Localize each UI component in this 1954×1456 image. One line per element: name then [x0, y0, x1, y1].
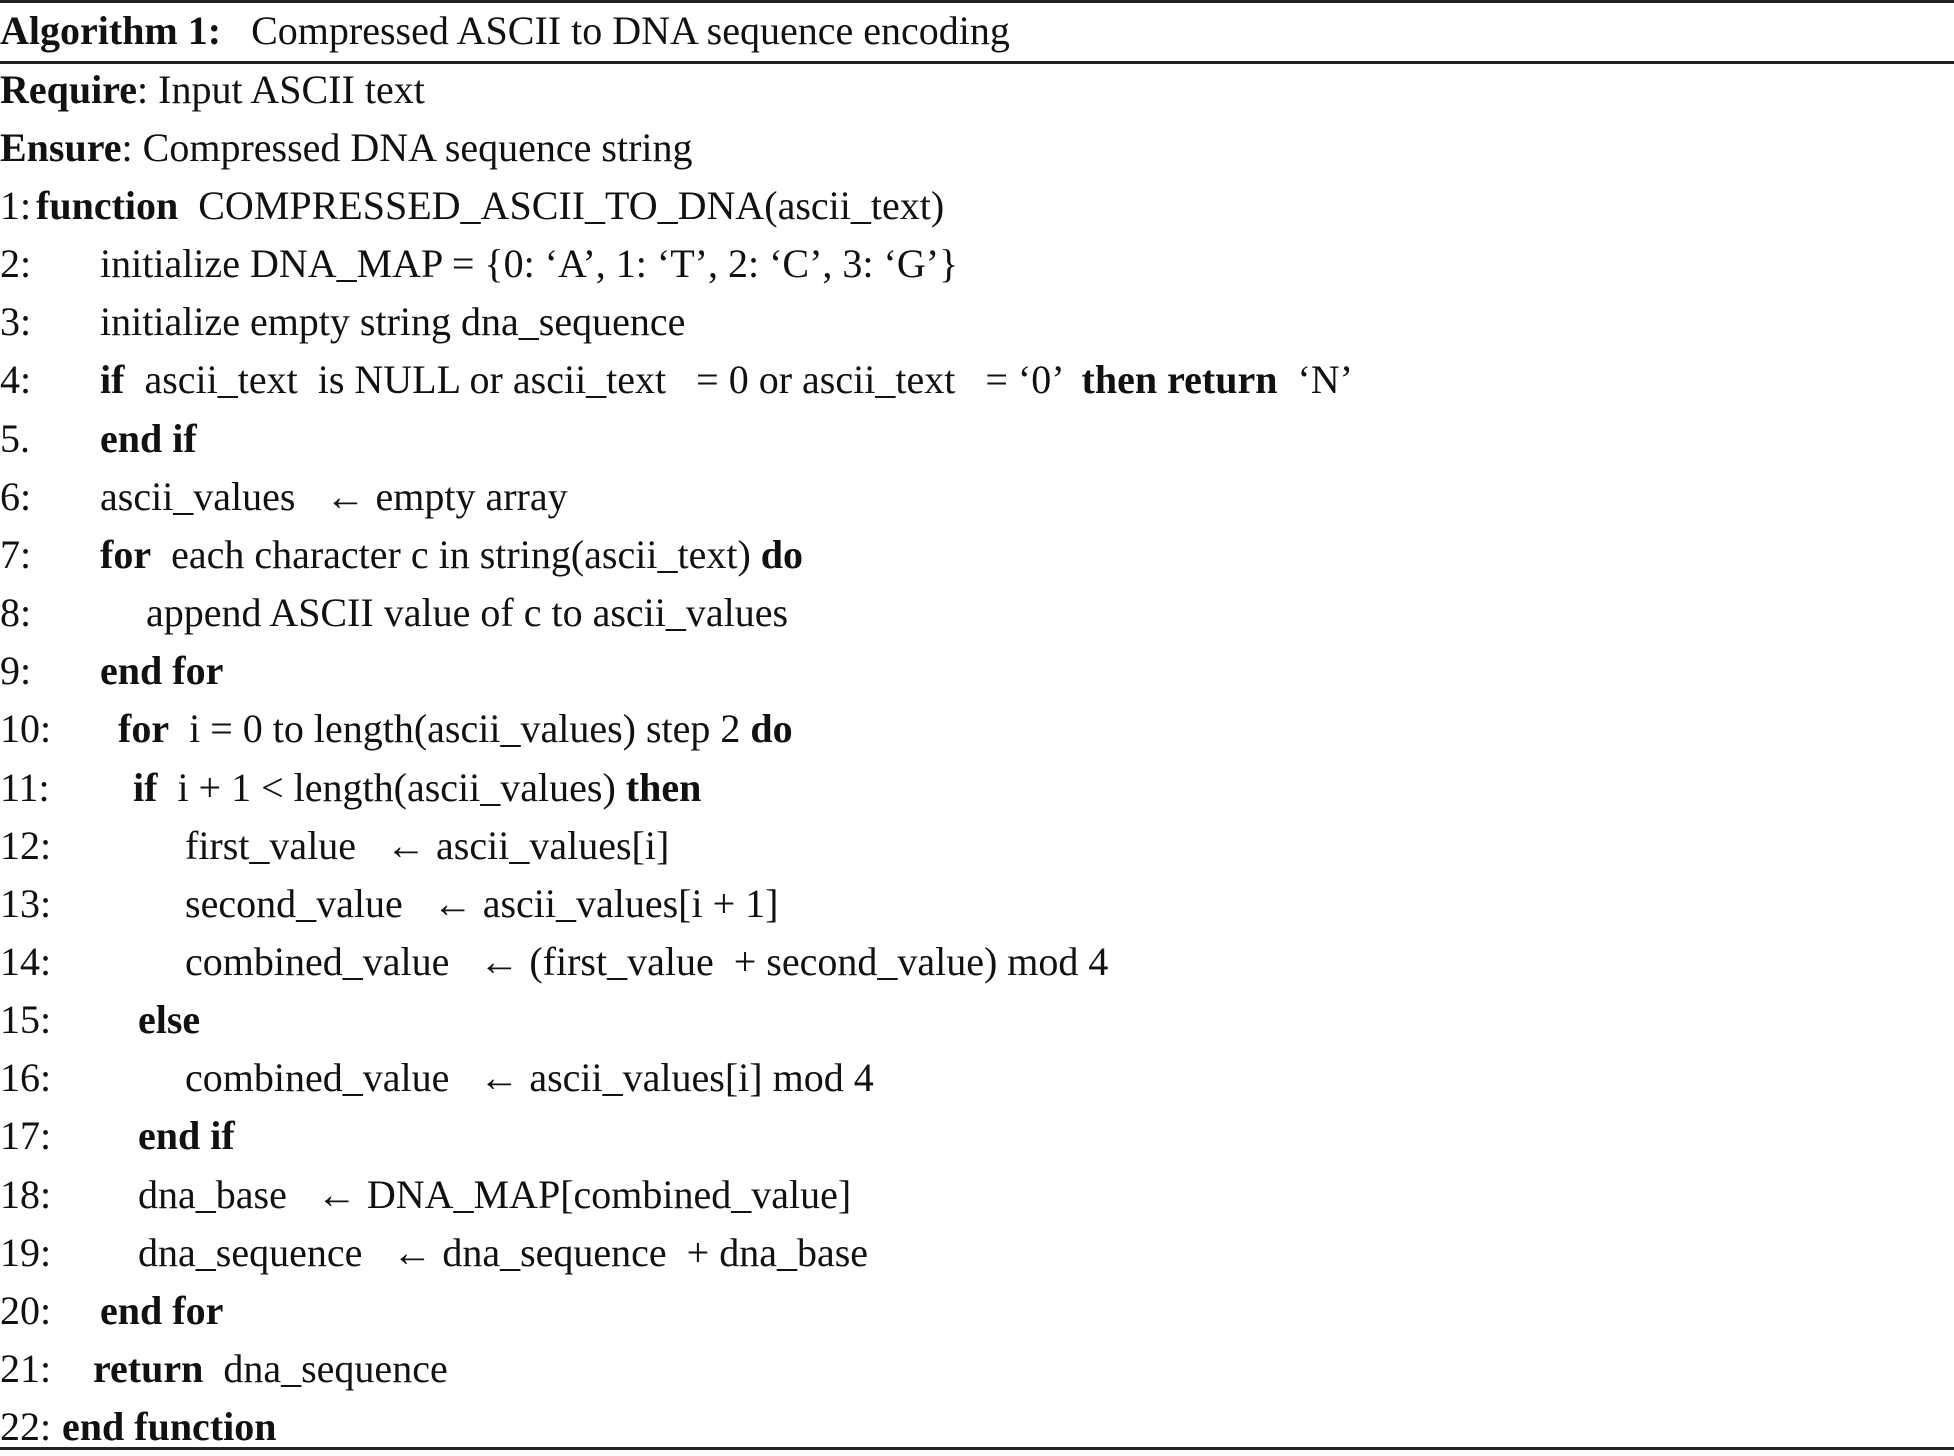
line-number: 18:: [0, 1171, 52, 1217]
line-number: 3:: [0, 299, 32, 345]
ensure-text: : Compressed DNA sequence string: [121, 125, 693, 170]
keyword: then return: [1081, 357, 1278, 403]
bottom-rule: [0, 1447, 1954, 1450]
caption-rule: [0, 61, 1954, 64]
line-code: function COMPRESSED_ASCII_TO_DNA(ascii_t…: [36, 177, 944, 235]
code-text: ascii_text is NULL or ascii_text = 0 or …: [124, 357, 1082, 403]
line-code: ascii_values ← empty array: [100, 468, 568, 526]
line-number: 8:: [0, 590, 32, 636]
line-number: 14:: [0, 938, 52, 984]
keyword: do: [750, 706, 793, 752]
line-number: 9:: [0, 648, 32, 694]
top-rule: [0, 0, 1954, 3]
line-number: 20:: [0, 1287, 52, 1333]
line-number: 5.: [0, 415, 30, 461]
line-code: if i + 1 < length(ascii_values) then: [133, 759, 701, 817]
keyword: for: [100, 531, 152, 577]
code-text: initialize DNA_MAP = {0: ‘A’, 1: ‘T’, 2:…: [100, 241, 959, 287]
code-text: each character c in string(ascii_text): [151, 531, 761, 577]
line-number: 7:: [0, 531, 32, 577]
keyword: function: [36, 183, 179, 228]
line-number: 4:: [0, 357, 32, 403]
line-number: 15:: [0, 997, 52, 1043]
keyword: end function: [62, 1404, 277, 1450]
algorithm-label: Algorithm 1:: [0, 8, 222, 53]
algorithm-title: Compressed ASCII to DNA sequence encodin…: [251, 8, 1010, 53]
line-number: 2:: [0, 241, 32, 287]
line-code: end if: [138, 1107, 235, 1165]
code-text: dna_sequence: [203, 1346, 448, 1391]
code-text: append ASCII value of c to ascii_values: [146, 590, 789, 636]
line-code: end function: [62, 1398, 277, 1456]
keyword: else: [138, 997, 201, 1043]
algorithm-caption: Algorithm 1: Compressed ASCII to DNA seq…: [0, 2, 1010, 60]
line-number: 19:: [0, 1229, 52, 1275]
line-code: if ascii_text is NULL or ascii_text = 0 …: [100, 351, 1353, 409]
line-number: 12:: [0, 822, 52, 868]
keyword: if: [133, 764, 158, 810]
keyword: end if: [138, 1113, 235, 1159]
line-number: 13:: [0, 880, 52, 926]
line-code: else: [138, 991, 200, 1049]
code-text: combined_value ← ascii_values[i] mod 4: [185, 1055, 874, 1101]
code-text: dna_base ← DNA_MAP[combined_value]: [138, 1171, 852, 1217]
require-text: : Input ASCII text: [137, 67, 425, 112]
line-code: for each character c in string(ascii_tex…: [100, 526, 803, 584]
code-text: i + 1 < length(ascii_values): [157, 764, 626, 810]
line-code: first_value ← ascii_values[i]: [185, 817, 669, 875]
ensure-line: Ensure: Compressed DNA sequence string: [0, 119, 693, 177]
line-code: end for: [100, 1282, 223, 1340]
keyword: end for: [100, 1287, 224, 1333]
line-number: 17:: [0, 1113, 52, 1159]
line-code: end if: [100, 410, 197, 468]
code-text: initialize empty string dna_sequence: [100, 299, 686, 345]
line-number: 1:: [0, 183, 32, 228]
line-code: end for: [100, 642, 223, 700]
line-code: dna_base ← DNA_MAP[combined_value]: [138, 1166, 851, 1224]
line-code: append ASCII value of c to ascii_values: [146, 584, 788, 642]
line-number: 6:: [0, 473, 32, 519]
require-label: Require: [0, 67, 138, 112]
line-number: 11:: [0, 764, 50, 810]
line-number: 21:: [0, 1346, 52, 1391]
code-text: dna_sequence ← dna_sequence + dna_base: [138, 1229, 869, 1275]
code-text: ‘N’: [1277, 357, 1353, 403]
code-text: COMPRESSED_ASCII_TO_DNA(ascii_text): [178, 183, 945, 228]
keyword: for: [118, 706, 170, 752]
line-code: combined_value ← ascii_values[i] mod 4: [185, 1049, 874, 1107]
line-code: dna_sequence ← dna_sequence + dna_base: [138, 1224, 868, 1282]
keyword: if: [100, 357, 125, 403]
line-code: for i = 0 to length(ascii_values) step 2…: [118, 700, 793, 758]
keyword: do: [760, 531, 804, 577]
code-text: ascii_values ← empty array: [100, 473, 568, 519]
require-line: Require: Input ASCII text: [0, 61, 425, 119]
line-number: 10:: [0, 706, 52, 752]
keyword: return: [93, 1346, 204, 1391]
code-text: i = 0 to length(ascii_values) step 2: [169, 706, 751, 752]
line-code: initialize empty string dna_sequence: [100, 293, 685, 351]
ensure-label: Ensure: [0, 125, 122, 170]
code-text: combined_value ← (first_value + second_v…: [185, 938, 1109, 984]
keyword: end if: [100, 415, 197, 461]
line-code: return dna_sequence: [93, 1340, 448, 1398]
line-code: second_value ← ascii_values[i + 1]: [185, 875, 779, 933]
line-number: 22:: [0, 1404, 52, 1450]
line-number: 16:: [0, 1055, 52, 1101]
code-text: second_value ← ascii_values[i + 1]: [185, 880, 779, 926]
keyword: end for: [100, 648, 224, 694]
code-text: first_value ← ascii_values[i]: [185, 822, 670, 868]
line-code: initialize DNA_MAP = {0: ‘A’, 1: ‘T’, 2:…: [100, 235, 958, 293]
line-code: combined_value ← (first_value + second_v…: [185, 933, 1108, 991]
keyword: then: [625, 764, 702, 810]
